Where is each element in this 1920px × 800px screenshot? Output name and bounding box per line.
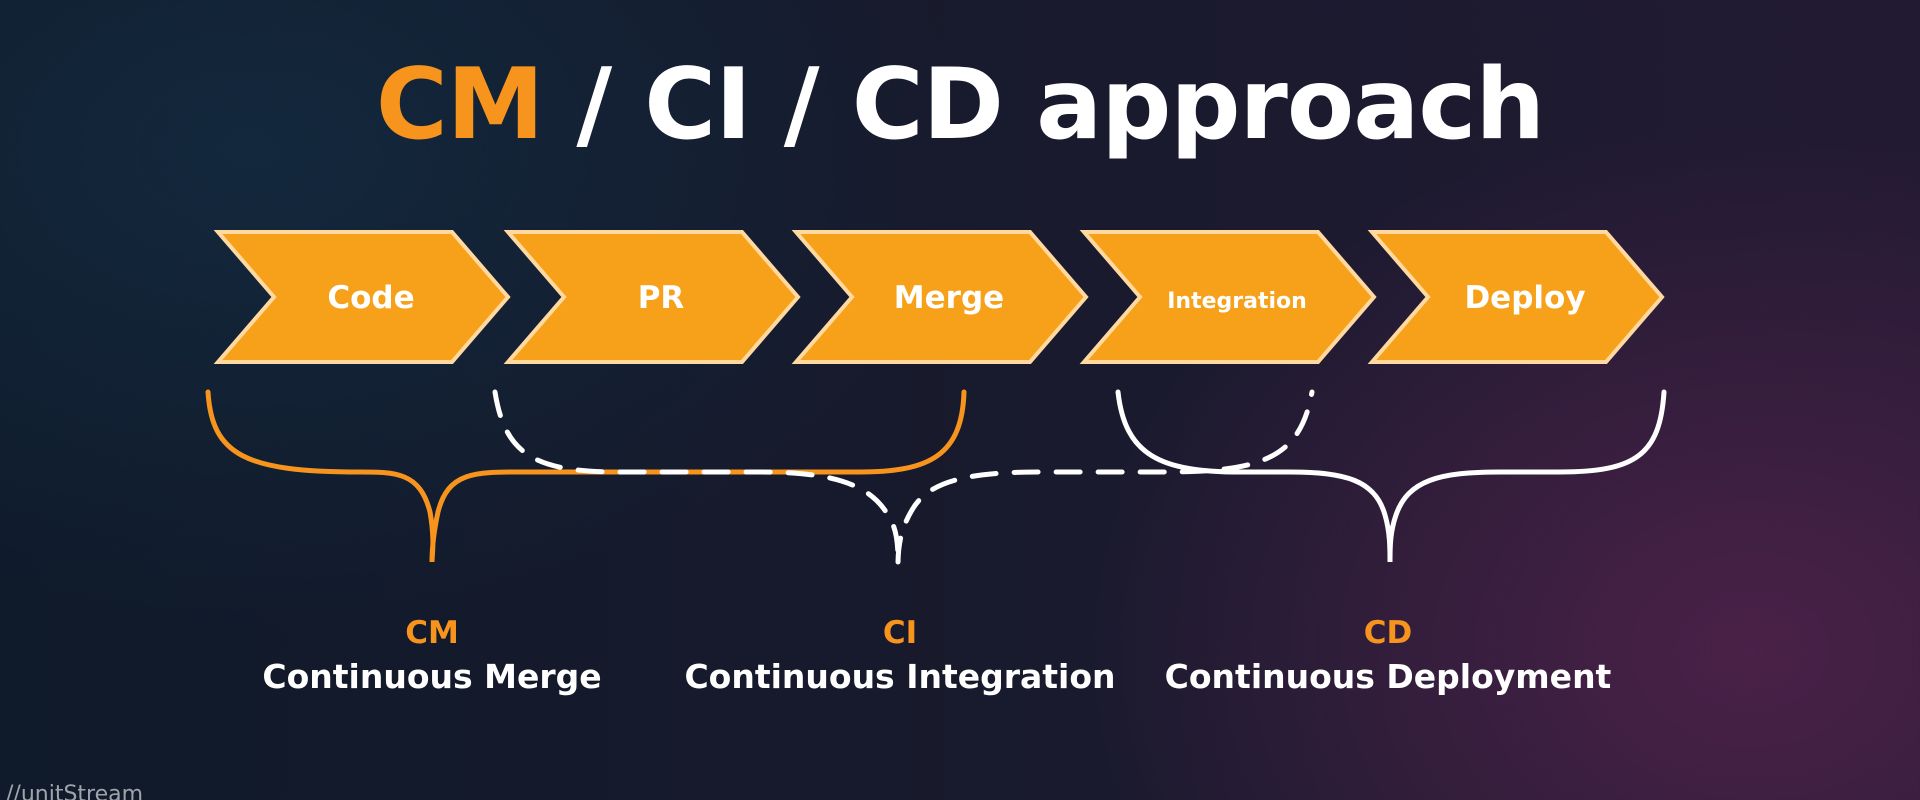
group-braces [205,389,1667,566]
cd-brace [1115,389,1667,563]
caption-cm-abbr: CM [405,615,459,651]
step-label-deploy: Deploy [1464,280,1585,316]
step-chevron-integration [1079,230,1377,364]
caption-cd: CD Continuous Deployment [1108,615,1668,696]
step-label-code: Code [327,280,414,316]
caption-cm: CM Continuous Merge [152,615,712,696]
cm-brace [205,389,967,563]
title-cm: CM [375,48,544,162]
title-separator-2: / [750,48,852,162]
step-chevron-merge [791,230,1089,364]
caption-cd-abbr: CD [1363,615,1413,651]
page-title: CM / CI / CD approach [0,48,1920,162]
watermark: //unitStream [6,782,144,800]
caption-cm-name: Continuous Merge [262,656,602,696]
step-label-merge: Merge [894,280,1004,316]
pipeline-steps: Code PR Merge Integration Deploy [213,230,1665,364]
step-chevron-deploy [1367,230,1665,364]
step-label-integration: Integration [1167,289,1307,314]
title-ci: CI [644,48,751,162]
caption-ci-name: Continuous Integration [684,656,1116,696]
caption-ci-abbr: CI [882,615,918,651]
step-chevron-pr [503,230,801,364]
caption-cd-name: Continuous Deployment [1164,656,1612,696]
step-label-pr: PR [638,280,685,316]
step-chevron-code [213,230,511,364]
title-separator-1: / [543,48,645,162]
caption-ci: CI Continuous Integration [620,615,1180,696]
ci-brace [492,389,1315,566]
title-cd-approach: CD approach [851,48,1545,162]
